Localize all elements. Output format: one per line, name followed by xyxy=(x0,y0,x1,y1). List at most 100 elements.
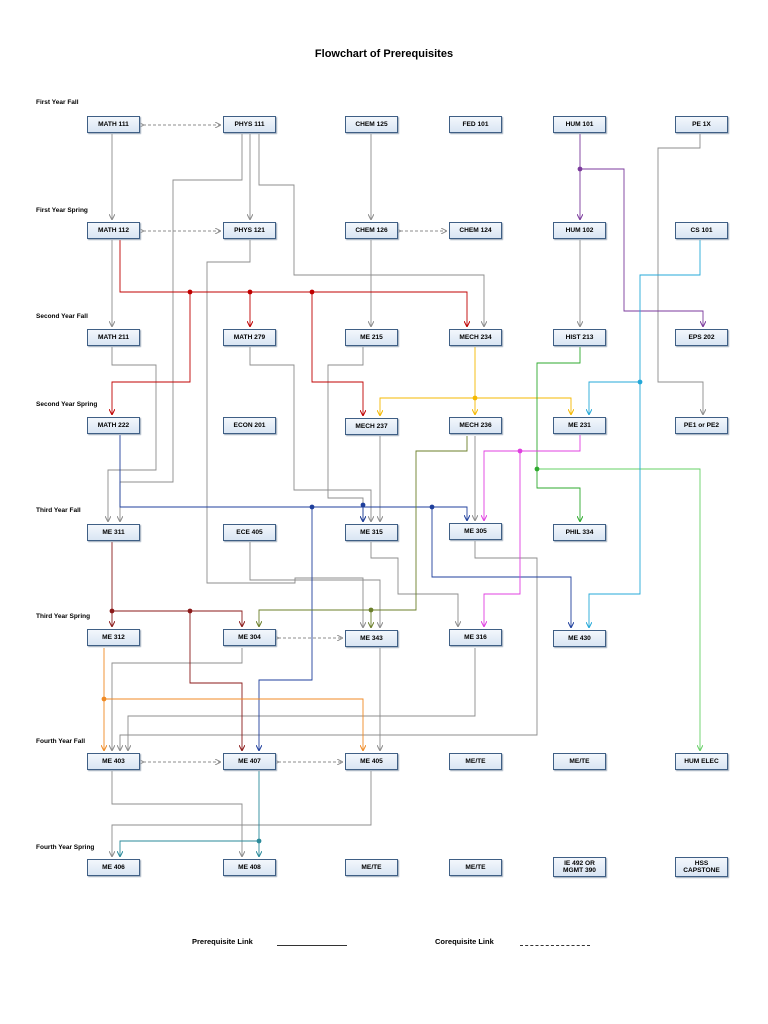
course-math-222[interactable]: MATH 222 xyxy=(87,417,140,434)
link-me215-me315 xyxy=(327,347,363,521)
link-math279-me315 xyxy=(249,347,371,521)
junction-dot xyxy=(429,504,435,510)
link-phys111-mech234 xyxy=(258,134,484,326)
course-mech-234[interactable]: MECH 234 xyxy=(449,329,502,346)
course-econ-201[interactable]: ECON 201 xyxy=(223,417,276,434)
course-me-305[interactable]: ME 305 xyxy=(449,523,502,540)
junction-dot xyxy=(309,504,315,510)
junction-dot xyxy=(517,448,523,454)
link-me304-me403 xyxy=(112,648,243,750)
course-me-312[interactable]: ME 312 xyxy=(87,629,140,646)
junction-dot xyxy=(577,166,583,172)
link-ece405-me343 xyxy=(249,542,380,627)
link-phys111-me311 xyxy=(120,134,243,521)
junction-dot xyxy=(534,466,540,472)
course-me-te-1[interactable]: ME/TE xyxy=(449,753,502,770)
course-chem-125[interactable]: CHEM 125 xyxy=(345,116,398,133)
course-hist-213[interactable]: HIST 213 xyxy=(553,329,606,346)
link-me231-me316 xyxy=(484,451,521,626)
link-hist213-phil334 xyxy=(536,347,580,521)
course-hum-101[interactable]: HUM 101 xyxy=(553,116,606,133)
course-ie-492-or-mgmt-390[interactable]: IE 492 OR MGMT 390 xyxy=(553,857,606,877)
course-eps-202[interactable]: EPS 202 xyxy=(675,329,728,346)
link-math211-me311 xyxy=(108,347,157,521)
course-math-279[interactable]: MATH 279 xyxy=(223,329,276,346)
link-me315-me316 xyxy=(370,542,458,626)
link-math222-me430 xyxy=(431,507,571,627)
course-me-304[interactable]: ME 304 xyxy=(223,629,276,646)
course-me-408[interactable]: ME 408 xyxy=(223,859,276,876)
link-me407-me406 xyxy=(120,840,259,856)
link-me405-me406 xyxy=(112,771,372,856)
row-label-second-year-fall: Second Year Fall xyxy=(36,313,88,320)
link-hum101-eps202 xyxy=(580,168,703,326)
junction-dot xyxy=(309,289,315,295)
course-pe-1x[interactable]: PE 1X xyxy=(675,116,728,133)
link-math112-mech234 xyxy=(119,240,467,326)
junction-dot xyxy=(360,502,366,508)
course-phys-121[interactable]: PHYS 121 xyxy=(223,222,276,239)
course-chem-124[interactable]: CHEM 124 xyxy=(449,222,502,239)
link-me403-me408 xyxy=(111,771,242,856)
junction-dot xyxy=(101,696,107,702)
junction-dot xyxy=(472,395,478,401)
course-hum-elec[interactable]: HUM ELEC xyxy=(675,753,728,770)
course-math-211[interactable]: MATH 211 xyxy=(87,329,140,346)
course-me-403[interactable]: ME 403 xyxy=(87,753,140,770)
link-math112-mech237 xyxy=(311,292,363,415)
course-math-111[interactable]: MATH 111 xyxy=(87,116,140,133)
course-me-407[interactable]: ME 407 xyxy=(223,753,276,770)
junction-dot xyxy=(109,608,115,614)
link-cs101-me430 xyxy=(589,240,701,627)
link-mech236-me304 xyxy=(259,436,468,626)
course-phil-334[interactable]: PHIL 334 xyxy=(553,524,606,541)
course-mech-236[interactable]: MECH 236 xyxy=(449,417,502,434)
course-me-430[interactable]: ME 430 xyxy=(553,630,606,647)
page-title: Flowchart of Prerequisites xyxy=(314,48,454,60)
link-me231-me305 xyxy=(484,435,581,520)
course-hum-102[interactable]: HUM 102 xyxy=(553,222,606,239)
course-me-406[interactable]: ME 406 xyxy=(87,859,140,876)
course-phys-111[interactable]: PHYS 111 xyxy=(223,116,276,133)
legend-corequisite-line xyxy=(520,945,590,946)
course-mech-237[interactable]: MECH 237 xyxy=(345,418,398,435)
link-me316-me403 xyxy=(128,648,476,750)
junction-dot xyxy=(637,379,643,385)
course-me-231[interactable]: ME 231 xyxy=(553,417,606,434)
course-me-405[interactable]: ME 405 xyxy=(345,753,398,770)
course-pe1-or-pe2[interactable]: PE1 or PE2 xyxy=(675,417,728,434)
course-me-te-2[interactable]: ME/TE xyxy=(553,753,606,770)
course-fed-101[interactable]: FED 101 xyxy=(449,116,502,133)
link-me311-me304 xyxy=(112,610,242,626)
link-math222-me305 xyxy=(119,435,467,520)
course-me-311[interactable]: ME 311 xyxy=(87,524,140,541)
course-math-112[interactable]: MATH 112 xyxy=(87,222,140,239)
course-chem-126[interactable]: CHEM 126 xyxy=(345,222,398,239)
course-me-316[interactable]: ME 316 xyxy=(449,629,502,646)
link-cs101-me231 xyxy=(589,381,640,414)
course-me-215[interactable]: ME 215 xyxy=(345,329,398,346)
row-label-third-year-spring: Third Year Spring xyxy=(36,613,91,620)
junction-dot xyxy=(187,608,193,614)
row-label-fourth-year-spring: Fourth Year Spring xyxy=(36,844,95,851)
legend-prerequisite-line xyxy=(277,945,347,946)
legend-prerequisite-label: Prerequisite Link xyxy=(192,937,253,946)
course-me-te-4[interactable]: ME/TE xyxy=(449,859,502,876)
course-ece-405[interactable]: ECE 405 xyxy=(223,524,276,541)
course-hss-capstone[interactable]: HSS CAPSTONE xyxy=(675,857,728,877)
link-pe1x-pe1pe2 xyxy=(657,134,703,414)
course-me-315[interactable]: ME 315 xyxy=(345,524,398,541)
link-me312-me405 xyxy=(104,698,363,750)
link-me305-me403 xyxy=(120,541,538,750)
row-label-first-year-spring: First Year Spring xyxy=(36,207,88,214)
row-label-second-year-spring: Second Year Spring xyxy=(36,401,98,408)
junction-dot xyxy=(247,289,253,295)
row-label-third-year-fall: Third Year Fall xyxy=(36,507,81,514)
junction-dot xyxy=(256,838,262,844)
link-hist213-humelec xyxy=(537,468,700,750)
course-cs-101[interactable]: CS 101 xyxy=(675,222,728,239)
course-me-te-3[interactable]: ME/TE xyxy=(345,859,398,876)
course-me-343[interactable]: ME 343 xyxy=(345,630,398,647)
link-mech234-mech237 xyxy=(380,397,475,415)
